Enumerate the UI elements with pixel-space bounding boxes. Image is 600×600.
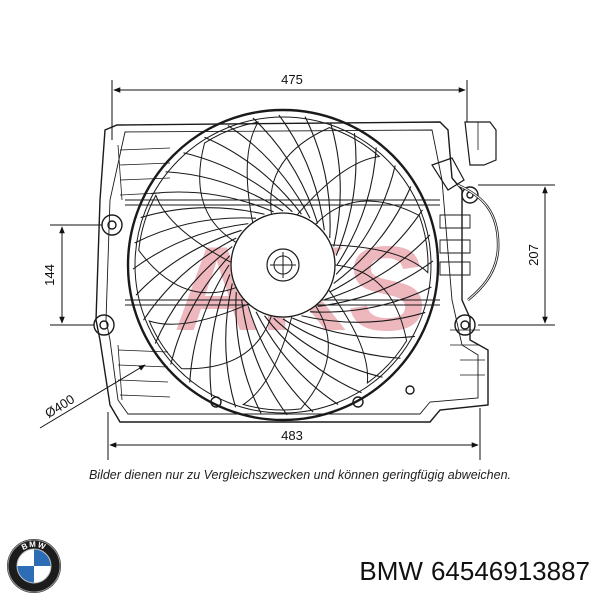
guard-strut: [324, 234, 431, 301]
dimension-left-height: 144: [42, 264, 57, 286]
guard-strut: [143, 237, 237, 321]
fan-blade: [138, 194, 237, 294]
fan-blade: [270, 127, 381, 216]
bmw-logo-icon: BMW: [7, 539, 61, 593]
guard-strut: [151, 191, 274, 213]
fan-technical-drawing: AKS: [39, 72, 555, 460]
guard-strut: [273, 317, 383, 378]
fan-blade: [199, 121, 260, 244]
bmw-logo-lettering: BMW: [20, 540, 47, 552]
guard-strut: [282, 318, 401, 359]
guard-strut: [170, 255, 231, 365]
guard-strut: [333, 186, 412, 284]
guard-strut: [135, 229, 242, 296]
dimension-bottom-width: 483: [281, 428, 303, 443]
motor-connector: [431, 157, 500, 301]
guard-strut: [154, 246, 233, 344]
dimension-top-width: 475: [281, 72, 303, 87]
guard-strut: [209, 274, 231, 397]
brand-name: BMW: [359, 556, 423, 586]
fan-blade: [314, 200, 429, 274]
guard-strut: [247, 306, 314, 413]
dimension-lines: [39, 80, 555, 460]
guard-strut: [264, 315, 362, 394]
guard-strut: [301, 311, 426, 323]
svg-text:BMW: BMW: [20, 540, 48, 552]
guard-strut: [335, 133, 357, 256]
disclaimer-text: Bilder dienen nur zu Vergleichszwecken u…: [88, 468, 512, 482]
fan-blade: [148, 303, 273, 370]
guard-strut: [317, 260, 434, 307]
guard-strut: [255, 311, 339, 405]
guard-strut: [252, 117, 319, 224]
guard-strut: [335, 165, 396, 275]
guard-strut: [225, 283, 237, 408]
guard-strut: [134, 217, 257, 244]
guard-strut: [292, 317, 415, 339]
guard-strut: [278, 114, 325, 231]
guard-strut: [204, 136, 302, 215]
guard-strut: [304, 116, 331, 239]
guard-strut: [241, 299, 288, 416]
dimension-right-height: 207: [526, 244, 541, 266]
guard-strut: [235, 291, 262, 414]
guard-strut: [329, 122, 341, 247]
fan-shroud: [93, 121, 497, 423]
fan-blade: [242, 305, 329, 411]
guard-strut: [140, 207, 265, 219]
guard-strut: [227, 125, 311, 219]
fan: [126, 108, 440, 422]
guard-strut: [132, 223, 249, 270]
guard-strut: [309, 286, 432, 313]
fan-blade: [328, 264, 408, 384]
guard-strut: [329, 209, 423, 293]
guard-strut: [336, 147, 377, 266]
guard-strut: [183, 152, 293, 213]
part-number: 64546913887: [430, 556, 590, 586]
